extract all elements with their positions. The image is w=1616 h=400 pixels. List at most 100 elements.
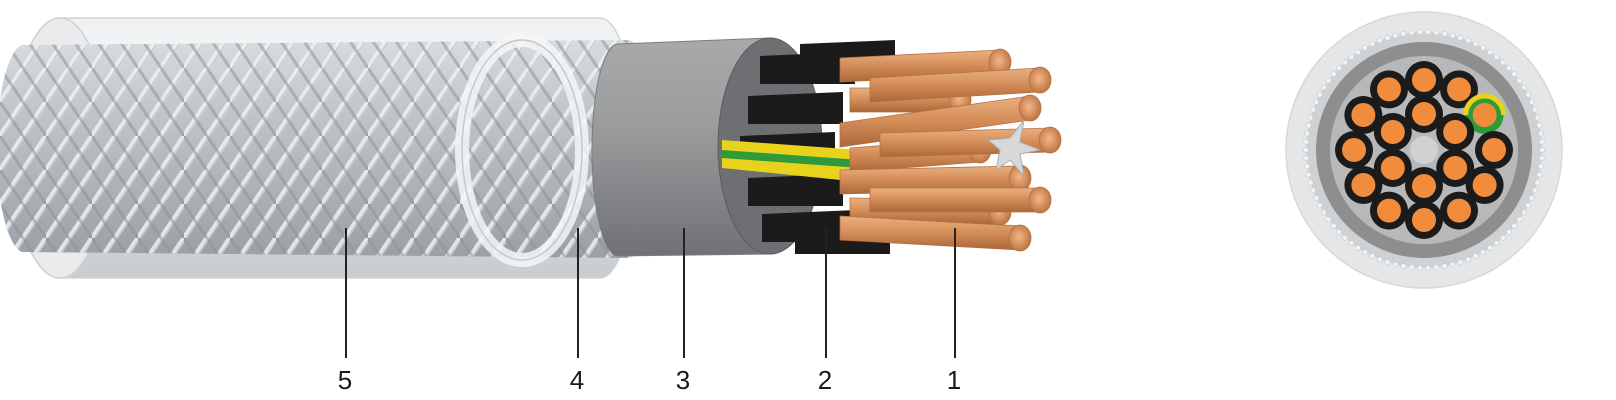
- cs-core-conductor: [1380, 120, 1405, 144]
- cs-braid-strand: [1433, 29, 1440, 36]
- cs-braid-strand: [1511, 71, 1518, 78]
- cs-braid-strand: [1441, 30, 1448, 37]
- core-insulation-2: [748, 92, 843, 124]
- cs-braid-strand: [1538, 138, 1545, 145]
- cs-braid-strand: [1487, 244, 1493, 251]
- cs-core-conductor: [1412, 174, 1436, 198]
- copper-conductor-10: [869, 187, 1041, 213]
- cs-braid-strand: [1384, 259, 1391, 266]
- cs-braid-strand: [1532, 106, 1538, 113]
- cs-core-conductor: [1412, 68, 1436, 92]
- cs-braid-strand: [1433, 264, 1440, 271]
- cs-core-conductor: [1377, 77, 1401, 102]
- cs-braid-strand: [1355, 49, 1361, 56]
- cs-braid-strand: [1303, 147, 1309, 153]
- cs-braid-strand: [1516, 77, 1523, 84]
- cs-braid-strand: [1480, 44, 1486, 51]
- cs-braid-strand: [1342, 234, 1348, 241]
- cs-braid-strand: [1472, 253, 1479, 259]
- cs-braid-strand: [1408, 264, 1415, 271]
- cs-core-conductor: [1447, 198, 1471, 223]
- cs-braid-strand: [1376, 256, 1383, 263]
- cs-core-conductor: [1447, 77, 1471, 102]
- cs-braid-strand: [1355, 244, 1361, 251]
- cs-braid-strand: [1457, 34, 1464, 41]
- cs-braid-strand: [1493, 54, 1500, 60]
- cs-braid-strand: [1348, 240, 1355, 246]
- cs-core-conductor: [1342, 138, 1366, 162]
- leader-line-1: [954, 228, 956, 358]
- callout-label-3: 3: [675, 365, 691, 395]
- cs-core-conductor: [1482, 138, 1506, 162]
- cs-braid-strand: [1449, 261, 1456, 268]
- cs-braid-strand: [1538, 163, 1544, 170]
- copper-conductor-end-9: [1038, 126, 1062, 154]
- cs-braid-strand: [1536, 171, 1543, 178]
- earth-core-green: [722, 150, 860, 168]
- cs-braid-strand: [1384, 34, 1391, 41]
- cs-braid-strand: [1417, 29, 1423, 35]
- callout-label-5: 5: [337, 365, 353, 395]
- cs-braid-strand: [1304, 130, 1310, 137]
- cs-braid-strand: [1307, 179, 1314, 186]
- cs-braid-strand: [1376, 37, 1383, 44]
- cs-braid-strand: [1516, 216, 1523, 223]
- cs-core-conductor: [1472, 173, 1497, 197]
- cs-braid-strand: [1362, 44, 1368, 51]
- cs-braid-strand: [1457, 259, 1464, 266]
- cs-braid-strand: [1307, 114, 1314, 121]
- cs-braid-strand: [1500, 59, 1506, 66]
- cs-core-conductor: [1472, 103, 1497, 127]
- cs-braid-strand: [1362, 249, 1368, 256]
- cs-core-conductor: [1377, 198, 1401, 223]
- callout-label-1: 1: [946, 365, 962, 395]
- cs-core-conductor: [1412, 208, 1436, 232]
- cs-core-conductor: [1443, 120, 1468, 144]
- cs-braid-strand: [1538, 155, 1545, 162]
- cs-braid-strand: [1525, 202, 1532, 209]
- cs-braid-strand: [1336, 229, 1342, 235]
- cs-braid-strand: [1487, 49, 1493, 56]
- cs-braid-strand: [1305, 122, 1312, 129]
- cs-braid-strand: [1316, 202, 1323, 209]
- cs-braid-strand: [1342, 59, 1348, 66]
- cs-braid-strand: [1330, 222, 1337, 229]
- callout-label-4: 4: [569, 365, 585, 395]
- core-insulation-4: [748, 174, 843, 206]
- cs-braid-strand: [1536, 122, 1543, 129]
- cs-braid-strand: [1303, 138, 1310, 145]
- cs-braid-strand: [1534, 179, 1541, 186]
- cs-braid-strand: [1392, 261, 1399, 268]
- cs-braid-strand: [1528, 99, 1535, 105]
- cs-core-conductor: [1380, 156, 1405, 180]
- cs-braid-strand: [1369, 41, 1376, 47]
- cs-braid-strand: [1325, 216, 1332, 223]
- cs-braid-strand: [1369, 253, 1376, 259]
- cs-braid-strand: [1305, 171, 1312, 178]
- cs-braid-strand: [1493, 240, 1500, 246]
- cs-braid-strand: [1525, 91, 1532, 98]
- cs-braid-strand: [1400, 263, 1407, 270]
- cs-braid-strand: [1521, 209, 1527, 216]
- cable-body: [0, 17, 1062, 279]
- cs-braid-strand: [1506, 229, 1512, 235]
- cs-braid-strand: [1310, 106, 1316, 113]
- cs-core-conductor: [1443, 156, 1468, 180]
- copper-conductor-end-10: [1028, 186, 1052, 214]
- cs-braid-strand: [1303, 155, 1310, 162]
- leader-line-3: [683, 228, 685, 358]
- cs-braid-strand: [1539, 147, 1545, 153]
- cs-braid-strand: [1480, 249, 1486, 256]
- cs-braid-strand: [1449, 32, 1456, 39]
- cs-braid-strand: [1441, 263, 1448, 270]
- cs-braid-strand: [1528, 195, 1535, 201]
- cs-braid-strand: [1321, 84, 1327, 91]
- cs-braid-strand: [1392, 32, 1399, 39]
- jacket-cut-edge: [461, 39, 583, 261]
- cs-braid-strand: [1313, 195, 1320, 201]
- cs-braid-strand: [1325, 77, 1332, 84]
- cs-braid-strand: [1348, 54, 1355, 60]
- cs-braid-strand: [1465, 37, 1472, 44]
